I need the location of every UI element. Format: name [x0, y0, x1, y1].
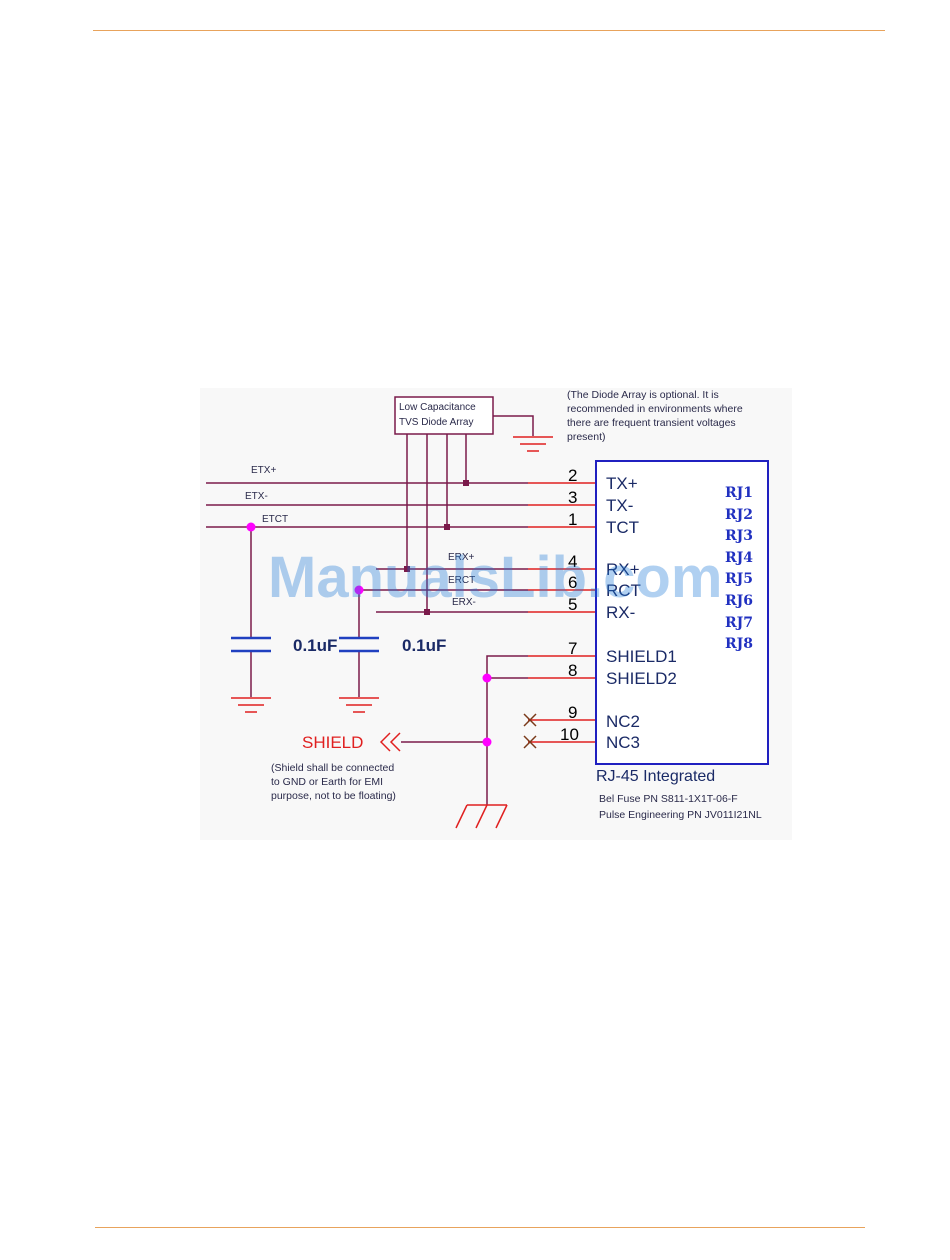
pin-number-8: 8	[568, 661, 577, 680]
ground-icon-c1	[231, 697, 271, 713]
pin-number-10: 10	[560, 725, 579, 744]
capacitor-c2-value: 0.1uF	[402, 636, 446, 655]
pin-name-nc2: NC2	[606, 712, 640, 731]
rj45-connector-box	[595, 460, 769, 765]
net-etx-minus: ETX-	[245, 491, 268, 502]
shield-note-line2: to GND or Earth for EMI	[271, 776, 383, 788]
junction-dots	[246, 522, 492, 747]
pin-name-tx-plus: TX+	[606, 474, 638, 493]
pin-number-6: 6	[568, 573, 577, 592]
pin-number-2: 2	[568, 466, 577, 485]
net-etct: ETCT	[262, 514, 288, 525]
pin-name-rct: RCT	[606, 581, 641, 600]
pin-name-nc3: NC3	[606, 733, 640, 752]
pin-number-3: 3	[568, 488, 577, 507]
footer-rule	[95, 1227, 865, 1228]
pin-name-tct: TCT	[606, 518, 639, 537]
diode-note-line3: there are frequent transient voltages	[567, 417, 736, 429]
diode-ground-icon	[513, 436, 553, 452]
capacitor-c1-icon	[231, 636, 271, 653]
pin-name-rx-plus: RX+	[606, 560, 640, 579]
net-etx-plus: ETX+	[251, 465, 276, 476]
diode-ground-wire	[493, 415, 534, 436]
part-number-pulse: Pulse Engineering PN JV011I21NL	[599, 809, 762, 821]
rj-pin-8: RJ8	[725, 636, 753, 652]
net-erx-plus: ERX+	[448, 552, 475, 563]
rj-pin-2: RJ2	[725, 507, 753, 523]
pin-name-shield1: SHIELD1	[606, 647, 677, 666]
diode-array-line1: Low Capacitance	[399, 402, 476, 413]
pin-name-shield2: SHIELD2	[606, 669, 677, 688]
shield-note-line1: (Shield shall be connected	[271, 762, 394, 774]
capacitor-c2-icon	[339, 636, 379, 653]
rj-pin-4: RJ4	[725, 550, 753, 566]
pin-number-4: 4	[568, 552, 577, 571]
rj-pin-1: RJ1	[725, 485, 753, 501]
rj-pin-5: RJ5	[725, 571, 753, 587]
diode-note-line2: recommended in environments where	[567, 403, 743, 415]
shield-label: SHIELD	[302, 733, 363, 752]
pin-number-7: 7	[568, 639, 577, 658]
part-number-bel-fuse: Bel Fuse PN S811-1X1T-06-F	[599, 793, 738, 805]
signal-wires	[206, 434, 528, 805]
diode-array-line2: TVS Diode Array	[399, 417, 473, 428]
tap-markers	[404, 480, 469, 615]
pin-number-5: 5	[568, 595, 577, 614]
shield-connector-icon	[379, 732, 401, 752]
capacitor-c1-value: 0.1uF	[293, 636, 337, 655]
pin-leads	[528, 482, 596, 743]
rj-pin-3: RJ3	[725, 528, 753, 544]
header-rule	[93, 30, 885, 31]
pin-number-1: 1	[568, 510, 577, 529]
chassis-ground-icon	[455, 804, 508, 829]
ground-icon-c2	[339, 697, 379, 713]
pin-name-rx-minus: RX-	[606, 603, 635, 622]
diode-note-line1: (The Diode Array is optional. It is	[567, 389, 719, 401]
rj-pin-7: RJ7	[725, 615, 753, 631]
net-erx-minus: ERX-	[452, 597, 476, 608]
connector-title: RJ-45 Integrated	[596, 768, 715, 785]
rj-pin-6: RJ6	[725, 593, 753, 609]
no-connect-icons	[523, 713, 537, 749]
pin-name-tx-minus: TX-	[606, 496, 633, 515]
diode-note-line4: present)	[567, 431, 606, 443]
net-erct: ERCT	[448, 575, 475, 586]
shield-note-line3: purpose, not to be floating)	[271, 790, 396, 802]
pin-number-9: 9	[568, 703, 577, 722]
diode-array-box	[394, 396, 494, 435]
watermark: ManualsLib.com	[268, 545, 722, 610]
